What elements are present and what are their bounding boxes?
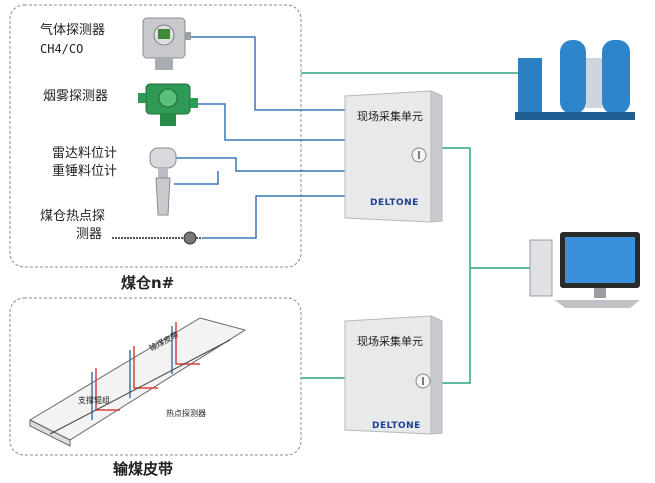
sensor-label-smoke-line1: 烟雾探测器 — [43, 89, 109, 104]
collection-unit-1 — [344, 90, 443, 223]
belt-title: 输煤皮带 — [113, 460, 174, 478]
gas-detector-icon — [142, 17, 191, 70]
level-meter-icon — [149, 147, 177, 216]
unit-2-title: 现场采集单元 — [357, 335, 423, 348]
heat-cable-icon — [112, 231, 202, 245]
sensor-label-gas-line1: 气体探测器 — [40, 23, 106, 38]
unit-1-title: 现场采集单元 — [357, 110, 423, 123]
sensor-label-gas-line2: CH4/CO — [40, 42, 84, 56]
sensor-label-heat-line2: 测器 — [76, 227, 103, 242]
unit-1-brand: DELTONE — [370, 198, 419, 208]
sensor-label-heat-line1: 煤仓热点探 — [40, 209, 106, 224]
bunker-group-frame — [9, 4, 302, 268]
smoke-detector-icon — [138, 83, 198, 126]
network-wires — [301, 72, 535, 384]
sensor-label-level-line2: 重锤料位计 — [52, 164, 118, 179]
sensor-label-heat: 煤仓热点探 测器 — [40, 208, 105, 244]
sensor-label-level-line1: 雷达料位计 — [52, 146, 118, 161]
detector-label: 热点探测器 — [166, 409, 206, 418]
unit-2-brand: DELTONE — [372, 421, 421, 431]
nitrogen-generator-icon — [515, 40, 635, 120]
conveyor-belt-illustration — [28, 317, 247, 447]
sensor-wires — [174, 36, 345, 239]
idler-label: 支撑辊组 — [78, 396, 110, 405]
belt-group-frame — [9, 297, 302, 456]
sensor-label-smoke: 烟雾探测器 — [43, 88, 108, 106]
sensor-label-gas: 气体探测器 CH4/CO — [40, 22, 105, 58]
computer-icon — [529, 232, 640, 308]
sensor-label-level: 雷达料位计 重锤料位计 — [52, 145, 117, 181]
bunker-title: 煤仓n# — [121, 274, 175, 292]
collection-unit-2 — [344, 315, 443, 435]
